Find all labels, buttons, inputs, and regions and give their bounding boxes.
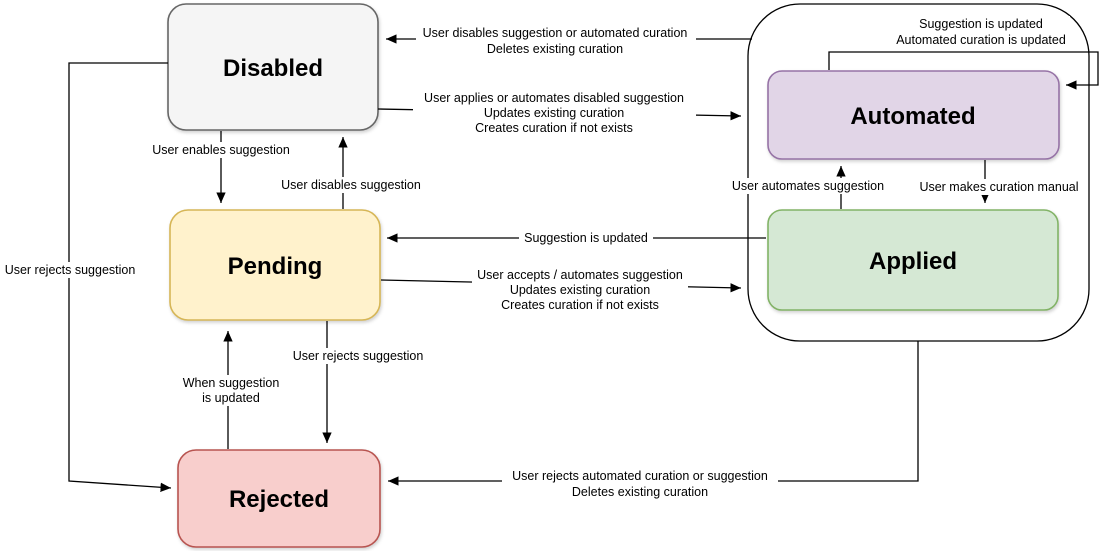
- state-rejected: Rejected: [177, 449, 381, 548]
- edge-label-pending-to-rejected: User rejects suggestion: [293, 349, 424, 363]
- edge-container-to-rejected: [388, 341, 919, 486]
- state-applied-label: Applied: [869, 248, 957, 275]
- label-bg-disabled-to-pending: [147, 142, 295, 158]
- state-rejected-box: [177, 449, 381, 548]
- state-pending-box: [169, 209, 381, 321]
- edge-label-rejected-to-pending-line-0: When suggestion: [183, 376, 280, 390]
- state-pending-label: Pending: [228, 253, 323, 280]
- edge-label-disabled-to-container-line-2: Creates curation if not exists: [475, 121, 633, 135]
- edge-label-pending-to-container-line-2: Creates curation if not exists: [501, 298, 659, 312]
- state-disabled: Disabled: [167, 3, 379, 131]
- edge-label-disabled-to-container-line-0: User applies or automates disabled sugge…: [424, 91, 684, 105]
- state-applied: Applied: [767, 209, 1059, 311]
- label-bg-applied-to-automated: [726, 178, 890, 194]
- label-bg-applied-to-pending: [519, 230, 653, 246]
- edge-label-automated-to-applied: User makes curation manual: [919, 180, 1078, 194]
- label-bg-pending-to-rejected: [287, 348, 430, 364]
- state-automated: Automated: [767, 70, 1060, 160]
- edge-label-pending-to-container-line-0: User accepts / automates suggestion: [477, 268, 683, 282]
- edge-label-applied-to-pending: Suggestion is updated: [524, 231, 648, 245]
- edge-label-pending-to-container-line-1: Updates existing curation: [510, 283, 650, 297]
- state-disabled-box: [167, 3, 379, 131]
- state-automated-box: [767, 70, 1060, 160]
- label-bg-container-to-disabled: [416, 25, 696, 56]
- label-bg-automated-to-applied: [911, 179, 1087, 195]
- state-rejected-label: Rejected: [229, 486, 329, 513]
- label-bg-disabled-to-container: [413, 91, 696, 137]
- state-applied-box: [767, 209, 1059, 311]
- edge-label-container-to-disabled-line-1: Deletes existing curation: [487, 42, 623, 56]
- label-bg-rejected-to-pending: [176, 375, 286, 406]
- label-bg-pending-to-container: [472, 267, 688, 313]
- label-bg-disabled-to-rejected: [2, 262, 139, 278]
- edge-label-automated-self-loop-line-0: Suggestion is updated: [919, 17, 1043, 31]
- state-automated-label: Automated: [850, 103, 975, 130]
- state-disabled-label: Disabled: [223, 55, 323, 82]
- edge-label-rejected-to-pending-line-1: is updated: [202, 391, 260, 405]
- edge-label-disabled-to-pending: User enables suggestion: [152, 143, 290, 157]
- label-bg-automated-self-loop: [892, 16, 1070, 48]
- edge-label-disabled-to-container-line-1: Updates existing curation: [484, 106, 624, 120]
- edge-label-disabled-to-rejected: User rejects suggestion: [5, 263, 136, 277]
- edge-automated-self-loop: [828, 51, 1099, 90]
- edge-label-automated-self-loop-line-1: Automated curation is updated: [896, 33, 1066, 47]
- edge-label-applied-to-automated: User automates suggestion: [732, 179, 884, 193]
- state-pending: Pending: [169, 209, 381, 321]
- edge-label-container-to-disabled-line-0: User disables suggestion or automated cu…: [423, 26, 688, 40]
- label-bg-pending-to-disabled: [276, 177, 426, 193]
- label-bg-container-to-rejected: [502, 468, 778, 500]
- edge-label-pending-to-disabled: User disables suggestion: [281, 178, 421, 192]
- edge-label-container-to-rejected-line-1: Deletes existing curation: [572, 485, 708, 499]
- edge-label-container-to-rejected-line-0: User rejects automated curation or sugge…: [512, 469, 768, 483]
